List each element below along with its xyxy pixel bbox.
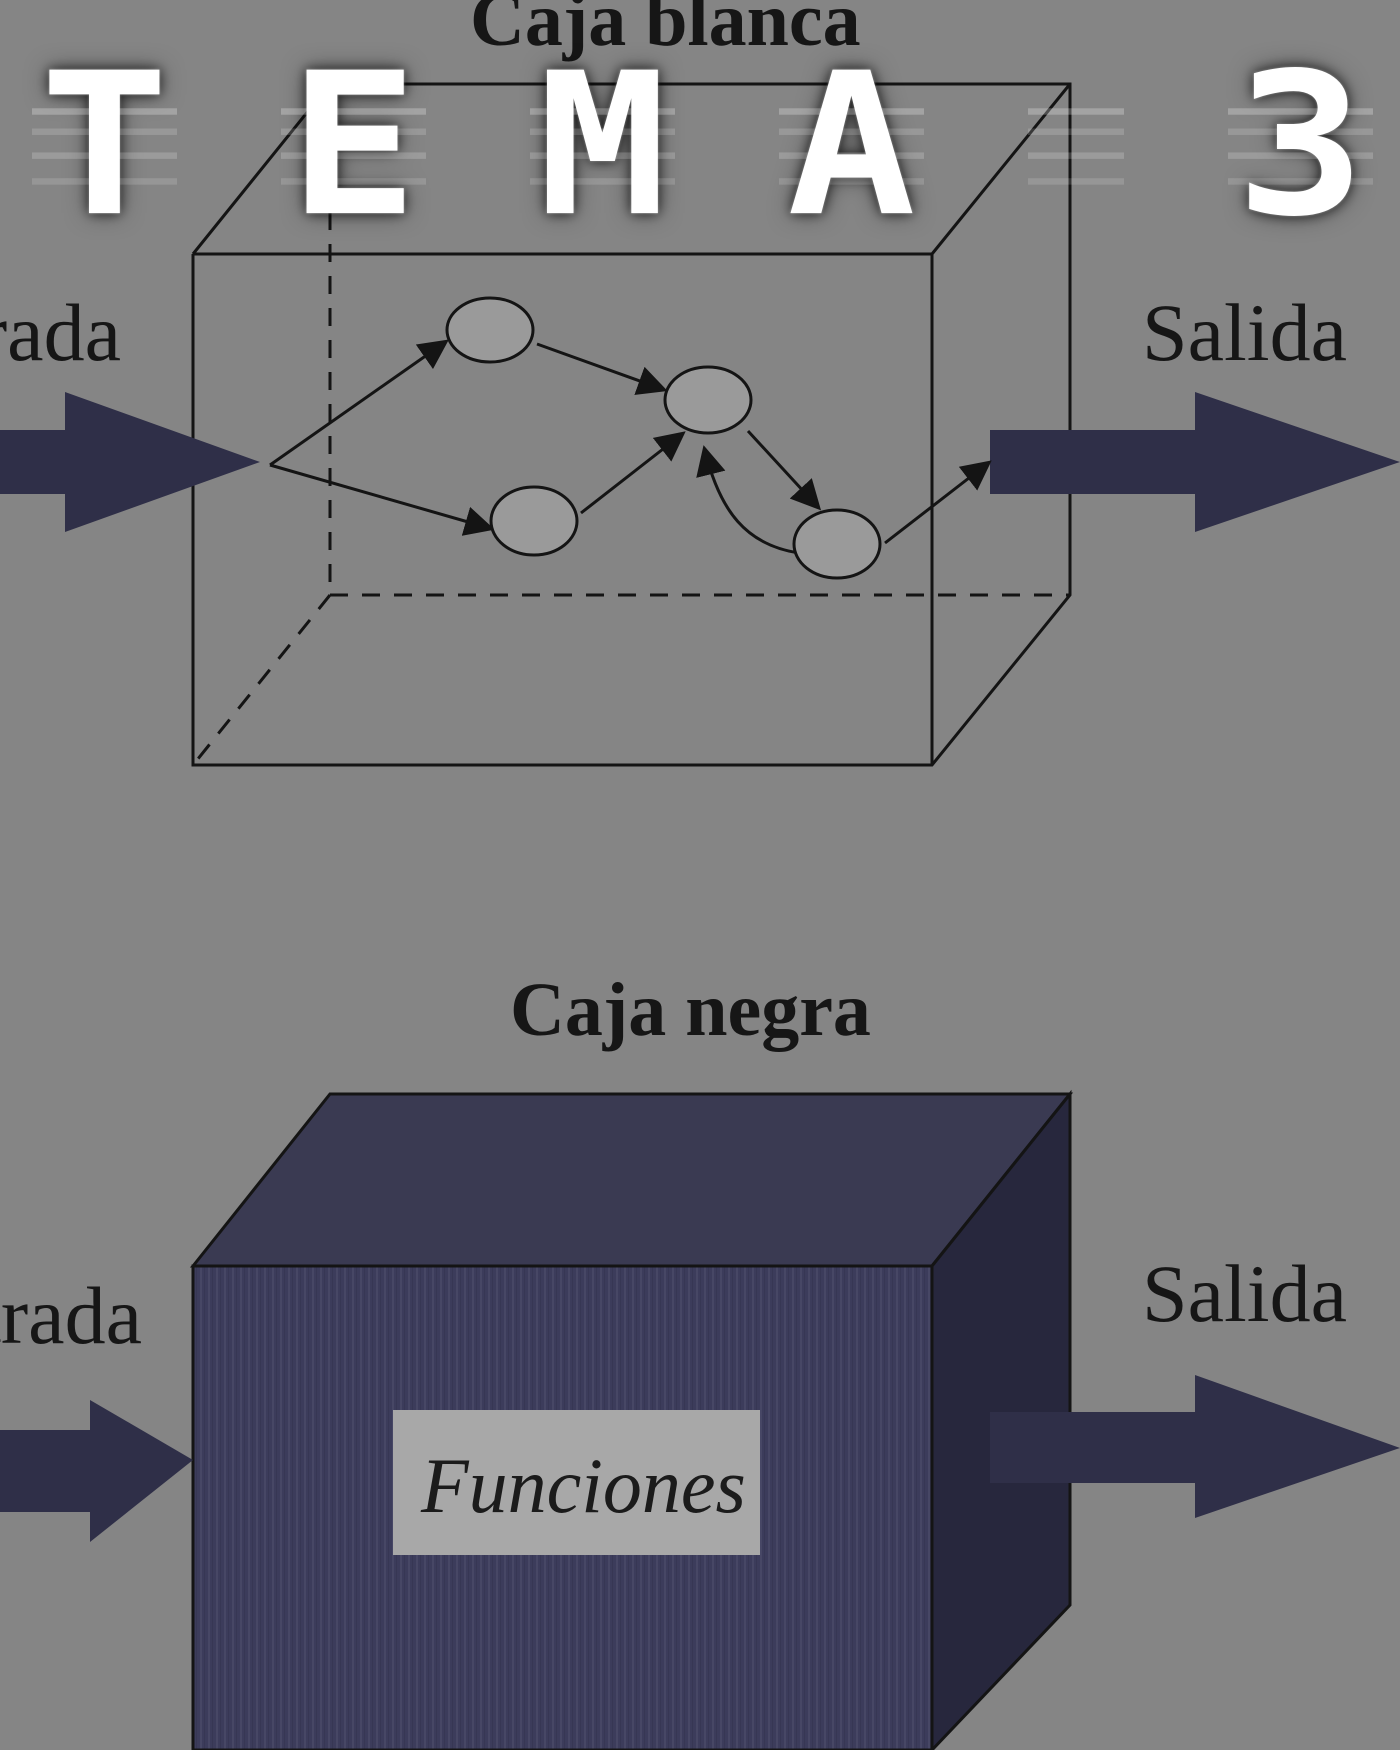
black-box-solid [189, 1089, 1074, 1750]
white-box-title: Caja blanca [470, 0, 861, 62]
black-box-output-arrow [990, 1375, 1400, 1518]
white-box-wireframe [191, 82, 1072, 767]
black-box-function-label: Funciones [420, 1442, 746, 1529]
white-box-input-label: Entrada [0, 287, 121, 378]
white-box-input-arrow [0, 392, 260, 532]
black-box-output-label: Salida [1142, 1248, 1347, 1339]
white-box-output-label: Salida [1142, 287, 1347, 378]
black-box-title: Caja negra [510, 968, 871, 1052]
white-box-flow [269, 296, 992, 580]
black-box-input-arrow [0, 1400, 193, 1542]
black-box-input-label: Entrada [0, 1270, 142, 1361]
white-box-output-arrow [990, 392, 1400, 532]
